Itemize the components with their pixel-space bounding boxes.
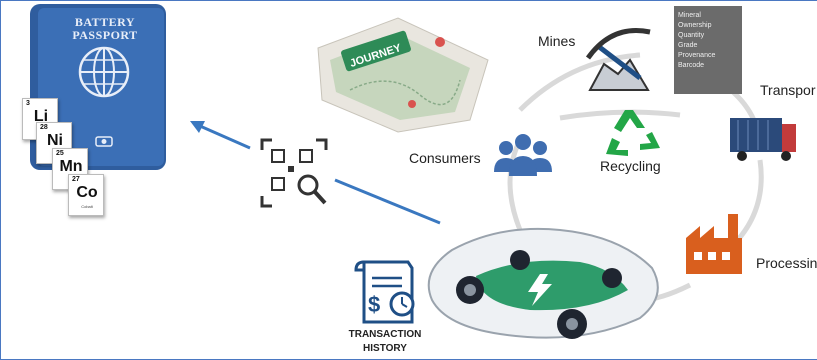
element-number: 28 bbox=[40, 124, 48, 131]
recycling-icon bbox=[606, 110, 660, 156]
transaction-history-icon: $ bbox=[354, 260, 415, 324]
element-symbol: Li bbox=[33, 108, 49, 125]
element-card-ni: 28 Ni bbox=[36, 122, 72, 164]
journey-map-icon bbox=[317, 17, 489, 133]
mines-pickaxe-icon bbox=[585, 28, 651, 91]
electric-vehicle-icon bbox=[427, 227, 659, 339]
processing-factory-icon bbox=[686, 214, 742, 274]
info-line: Grade bbox=[678, 42, 698, 49]
arrow-to-passport bbox=[190, 121, 251, 150]
element-symbol: Ni bbox=[47, 132, 63, 149]
element-number: 27 bbox=[72, 176, 80, 183]
element-number: 3 bbox=[26, 100, 30, 107]
element-symbol: Mn bbox=[59, 158, 83, 175]
info-line: Provenance bbox=[678, 52, 716, 59]
mineral-info-box: Mineral Ownership Quantity Grade Provena… bbox=[674, 6, 742, 94]
svg-text:$: $ bbox=[368, 292, 380, 317]
node-label-consumers: Consumers bbox=[409, 150, 481, 166]
transaction-label-line1: TRANSACTION bbox=[348, 329, 422, 340]
transaction-label-line2: HISTORY bbox=[363, 343, 407, 354]
node-label-processing: Processin bbox=[756, 255, 817, 271]
arrow-from-vehicle bbox=[334, 178, 441, 225]
consumers-icon bbox=[494, 134, 552, 176]
info-line: Quantity bbox=[678, 32, 705, 39]
element-name: Cobalt bbox=[81, 204, 93, 209]
node-label-transport: Transpor bbox=[760, 82, 816, 98]
passport-title: BATTERY PASSPORT bbox=[40, 16, 170, 42]
info-line: Ownership bbox=[678, 22, 712, 29]
element-symbol: Co bbox=[76, 184, 98, 201]
qr-scan-icon bbox=[260, 138, 328, 208]
node-label-mines: Mines bbox=[538, 33, 576, 49]
element-card-li: 3 Li bbox=[22, 98, 58, 140]
info-line: Barcode bbox=[678, 62, 705, 69]
transport-truck-icon bbox=[730, 118, 796, 161]
node-label-recycling: Recycling bbox=[600, 158, 661, 174]
passport-title-line2: PASSPORT bbox=[72, 28, 138, 42]
element-number: 25 bbox=[56, 150, 64, 157]
element-card-co: 27 Co Cobalt bbox=[68, 174, 104, 216]
info-line: Mineral bbox=[678, 12, 701, 19]
passport-title-line1: BATTERY bbox=[74, 15, 136, 29]
